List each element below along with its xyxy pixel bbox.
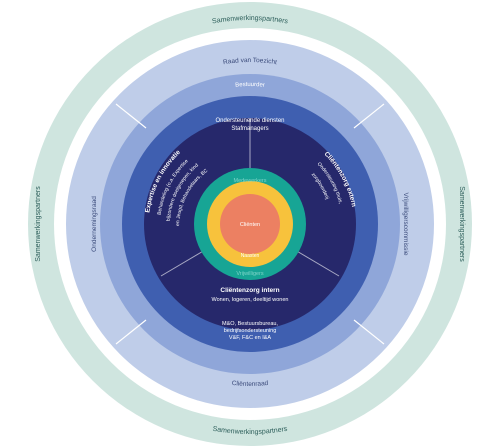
clientenzorg-intern-title: Cliëntenzorg intern	[220, 287, 279, 294]
divider-right	[294, 249, 340, 277]
partners-label-top: Samenwerkingspartners	[212, 15, 289, 26]
client-label: Cliënten	[240, 222, 260, 228]
ondernemingsraad-label: Ondernemingsraad	[91, 196, 98, 252]
partners-label-bottom: Samenwerkingspartners	[212, 426, 288, 436]
support-line3: V&F, F&C en I&A	[229, 335, 272, 341]
divider-raad-bl	[115, 319, 147, 345]
support-line2: bedrijfsondersteuning	[224, 328, 277, 334]
divider-raad-tl	[115, 103, 147, 129]
medewerkers-label: Medewerkers	[233, 178, 266, 184]
bestuurder-label: Bestuurder	[235, 82, 265, 89]
raad-van-toezicht-label: Raad van Toezicht	[223, 57, 278, 66]
vrijwilligers-label: Vrijwilligers	[236, 271, 264, 277]
clientenraad-label: Cliëntenraad	[231, 380, 269, 388]
mantelzorg-label: Naasten	[241, 253, 260, 259]
ondersteunend-label-line2: Stafmanagers	[231, 126, 268, 132]
partners-label-left: Samenwerkingspartners	[35, 186, 42, 262]
client-circle	[220, 194, 280, 254]
vrijwilligerscommissie-label: Vrijwilligerscommissie	[402, 193, 409, 256]
divider-left	[160, 249, 206, 277]
support-line1: M&O, Bestuursbureau,	[222, 321, 278, 327]
clientenzorg-intern-line1: Wonen, logeren, deeltijd wonen	[212, 297, 289, 303]
partners-label-right: Samenwerkingspartners	[458, 186, 465, 262]
ondersteunend-label-line1: Ondersteunende diensten	[215, 118, 284, 124]
divider-raad-tr	[353, 103, 385, 129]
divider-raad-br	[353, 319, 385, 345]
